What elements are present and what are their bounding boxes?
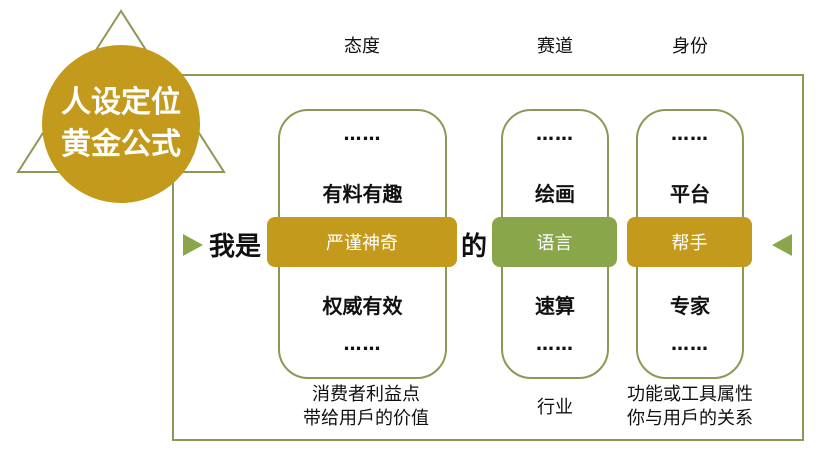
identity-option-2: 专家: [670, 294, 710, 318]
attitude-option-1: 有料有趣: [322, 182, 403, 206]
attitude-option-2: 权威有效: [322, 294, 403, 318]
left-arrow-icon: [772, 234, 792, 256]
identity-bottom-ellipsis: ……: [671, 334, 709, 355]
identity-top-ellipsis: ……: [671, 124, 709, 145]
identity-caption-line1: 功能或工具属性: [627, 384, 753, 405]
identity-selected-label: 帮手: [671, 233, 708, 254]
identity-option-1: 平台: [670, 182, 710, 206]
badge-line2: 黄金公式: [61, 127, 181, 162]
attitude-top-ellipsis: ……: [343, 124, 382, 145]
track-bottom-ellipsis: ……: [536, 334, 574, 355]
track-option-1: 绘画: [535, 182, 575, 206]
sentence-joiner: 的: [461, 232, 488, 262]
identity-caption-line2: 你与用戶的关系: [627, 408, 753, 429]
title-badge: 人设定位 黄金公式: [42, 45, 200, 203]
header-attitude: 态度: [344, 36, 380, 57]
sentence-prefix: 我是: [209, 232, 262, 262]
attitude-selected-label: 严谨神奇: [326, 233, 398, 254]
track-top-ellipsis: ……: [536, 124, 574, 145]
header-track: 赛道: [537, 36, 573, 57]
track-selected: 语言: [492, 217, 617, 267]
right-arrow-icon: [183, 234, 203, 256]
identity-selected: 帮手: [627, 217, 752, 267]
header-identity: 身份: [672, 36, 708, 57]
badge-line1: 人设定位: [61, 85, 181, 120]
attitude-caption: 消费者利益点 带给用戶的价值: [286, 383, 446, 431]
track-option-2: 速算: [535, 294, 575, 318]
attitude-caption-line1: 消费者利益点: [312, 384, 420, 405]
track-selected-label: 语言: [536, 233, 573, 254]
attitude-caption-line2: 带给用戶的价值: [303, 408, 429, 429]
attitude-selected: 严谨神奇: [267, 217, 457, 267]
identity-caption: 功能或工具属性 你与用戶的关系: [610, 383, 770, 431]
track-caption: 行业: [537, 397, 573, 418]
attitude-bottom-ellipsis: ……: [343, 334, 382, 355]
formula-frame: [172, 74, 804, 441]
